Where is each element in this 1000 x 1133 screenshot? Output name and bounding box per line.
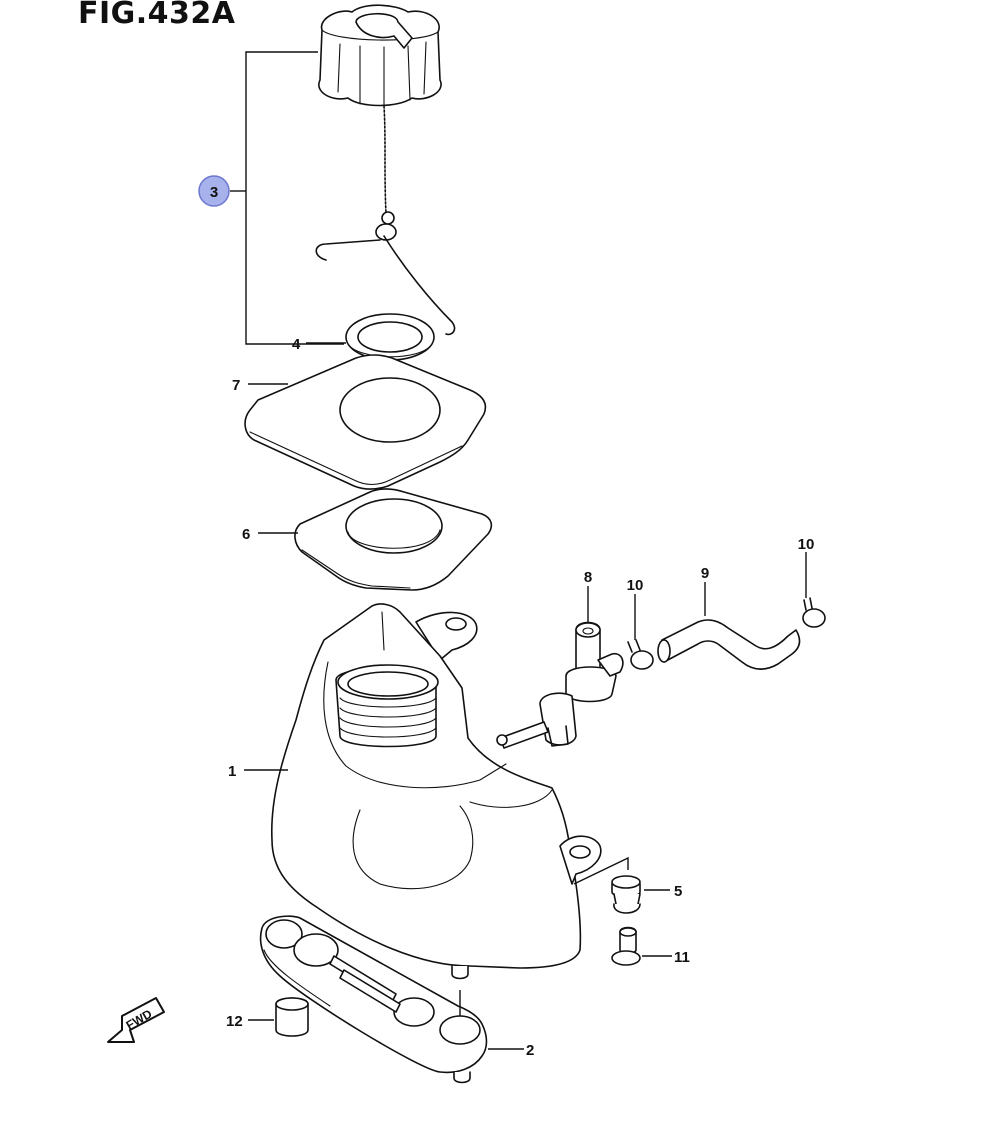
callout-6: 6 (242, 526, 250, 543)
callout-7: 7 (232, 377, 240, 394)
part-1-tank-body[interactable] (270, 603, 602, 980)
part-11-collar[interactable] (611, 926, 641, 966)
part-4-seal-ring[interactable] (345, 313, 435, 361)
callout-3-highlight[interactable]: 3 (198, 175, 230, 207)
figure-title: FIG.432A (78, 0, 236, 31)
callout-3: 3 (210, 184, 218, 201)
part-8-fuel-cock[interactable] (496, 621, 624, 749)
part-10-hose-clip-a[interactable] (627, 639, 654, 670)
part-9-fuel-hose[interactable] (657, 619, 801, 670)
callout-11: 11 (674, 949, 690, 966)
callout-1: 1 (228, 763, 236, 780)
callout-4: 4 (292, 336, 301, 353)
part-10-hose-clip-b[interactable] (802, 597, 826, 628)
callout-5: 5 (674, 883, 682, 900)
callout-8: 8 (584, 569, 592, 586)
callout-10a: 10 (627, 577, 644, 594)
callout-10b: 10 (798, 536, 815, 553)
callout-2: 2 (526, 1042, 534, 1059)
part-5-grommet[interactable] (611, 875, 641, 914)
part-3-fuel-cap-assembly[interactable] (315, 4, 456, 336)
callout-9: 9 (701, 565, 709, 582)
fwd-arrow-icon: FWD (107, 997, 165, 1043)
part-7-gasket-plate[interactable] (244, 354, 487, 490)
part-6-mount-pad[interactable] (294, 488, 493, 591)
callout-12: 12 (226, 1013, 243, 1030)
part-12-spacer[interactable] (275, 997, 309, 1037)
